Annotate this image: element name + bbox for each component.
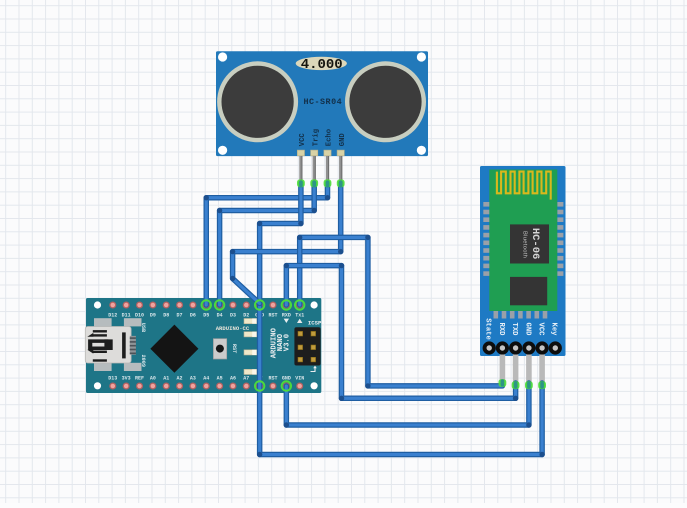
svg-text:A3: A3 <box>190 375 196 381</box>
svg-text:RXD: RXD <box>497 323 505 337</box>
svg-text:D7: D7 <box>177 312 183 318</box>
svg-text:D6: D6 <box>190 312 196 318</box>
svg-text:A4: A4 <box>203 375 209 381</box>
svg-text:ARDUINO: ARDUINO <box>270 327 278 358</box>
svg-text:REF: REF <box>135 375 144 381</box>
svg-text:A1: A1 <box>163 375 169 381</box>
svg-text:RXD: RXD <box>282 312 291 318</box>
svg-text:D9: D9 <box>150 312 156 318</box>
svg-text:D5: D5 <box>203 312 209 318</box>
svg-text:HC-06: HC-06 <box>529 228 541 260</box>
svg-text:USB: USB <box>140 323 146 332</box>
svg-text:ICSP: ICSP <box>308 320 322 327</box>
svg-text:2009: 2009 <box>140 355 146 367</box>
svg-text:A6: A6 <box>230 375 236 381</box>
svg-text:3V3: 3V3 <box>122 375 131 381</box>
svg-text:A0: A0 <box>150 375 156 381</box>
svg-text:State: State <box>484 318 492 340</box>
svg-text:RST: RST <box>268 312 277 318</box>
svg-text:4.000: 4.000 <box>301 57 343 73</box>
svg-text:Bluetooth: Bluetooth <box>521 231 527 258</box>
svg-text:D3: D3 <box>230 312 236 318</box>
svg-text:Key: Key <box>550 323 558 337</box>
svg-text:D12: D12 <box>108 312 117 318</box>
svg-text:VIN: VIN <box>295 375 304 381</box>
svg-text:D4: D4 <box>217 312 223 318</box>
svg-text:VCC: VCC <box>537 323 545 337</box>
svg-text:GND: GND <box>282 375 291 381</box>
svg-text:D10: D10 <box>135 312 144 318</box>
svg-text:ARDUINO·CC: ARDUINO·CC <box>216 325 250 332</box>
svg-text:A2: A2 <box>177 375 183 381</box>
svg-text:A5: A5 <box>217 375 223 381</box>
svg-text:RST: RST <box>268 375 277 381</box>
svg-text:RST: RST <box>231 344 237 353</box>
svg-text:NANO: NANO <box>277 333 285 351</box>
svg-text:TXD: TXD <box>510 323 518 337</box>
svg-text:Echo: Echo <box>326 129 334 146</box>
svg-text:D13: D13 <box>108 375 117 381</box>
svg-text:GND: GND <box>523 323 531 337</box>
svg-text:D11: D11 <box>122 312 131 318</box>
svg-text:A7: A7 <box>243 375 249 381</box>
svg-text:D2: D2 <box>243 312 249 318</box>
svg-text:HC-SR04: HC-SR04 <box>303 97 342 107</box>
svg-text:Tx1: Tx1 <box>295 312 304 318</box>
svg-text:VCC: VCC <box>299 133 307 147</box>
svg-text:Trig: Trig <box>312 129 320 146</box>
svg-text:GND: GND <box>339 133 347 147</box>
svg-text:V3.0: V3.0 <box>283 334 291 351</box>
svg-text:D8: D8 <box>163 312 169 318</box>
